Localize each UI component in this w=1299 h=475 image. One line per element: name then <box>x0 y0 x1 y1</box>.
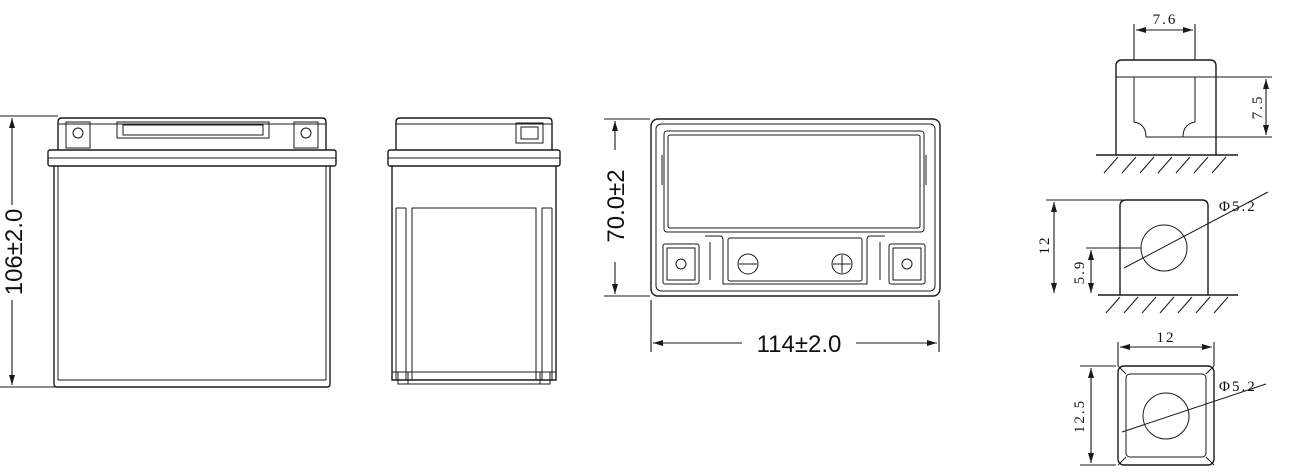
terminal-b-diameter-label: Φ5.2 <box>1219 199 1257 215</box>
length-dimension-label: 114±2.0 <box>757 331 842 358</box>
top-view: 70.0±2 114±2.0 <box>603 118 941 358</box>
terminal-detail-c: 12 Φ5.2 12.5 <box>1072 330 1267 466</box>
depth-dimension: 70.0±2 <box>603 118 650 297</box>
terminal-c-diameter-label: Φ5.2 <box>1219 379 1257 395</box>
terminal-c-height-label: 12.5 <box>1072 399 1088 433</box>
terminal-b-height-label: 12 <box>1037 236 1053 255</box>
side-view <box>387 117 561 385</box>
height-dimension: 106±2.0 <box>0 115 58 388</box>
terminal-detail-a: 7.6 7.5 <box>1096 12 1272 174</box>
length-dimension: 114±2.0 <box>650 300 940 358</box>
terminal-b-hole-height-label: 5.9 <box>1072 260 1088 285</box>
front-view: 106±2.0 <box>0 115 337 388</box>
terminal-c-width-label: 12 <box>1157 330 1176 346</box>
height-dimension-label: 106±2.0 <box>1 209 28 296</box>
depth-dimension-label: 70.0±2 <box>603 169 630 242</box>
terminal-a-height-label: 7.5 <box>1250 95 1266 120</box>
terminal-a-width-label: 7.6 <box>1153 12 1178 28</box>
terminal-detail-b: 12 5.9 Φ5.2 <box>1037 191 1269 314</box>
